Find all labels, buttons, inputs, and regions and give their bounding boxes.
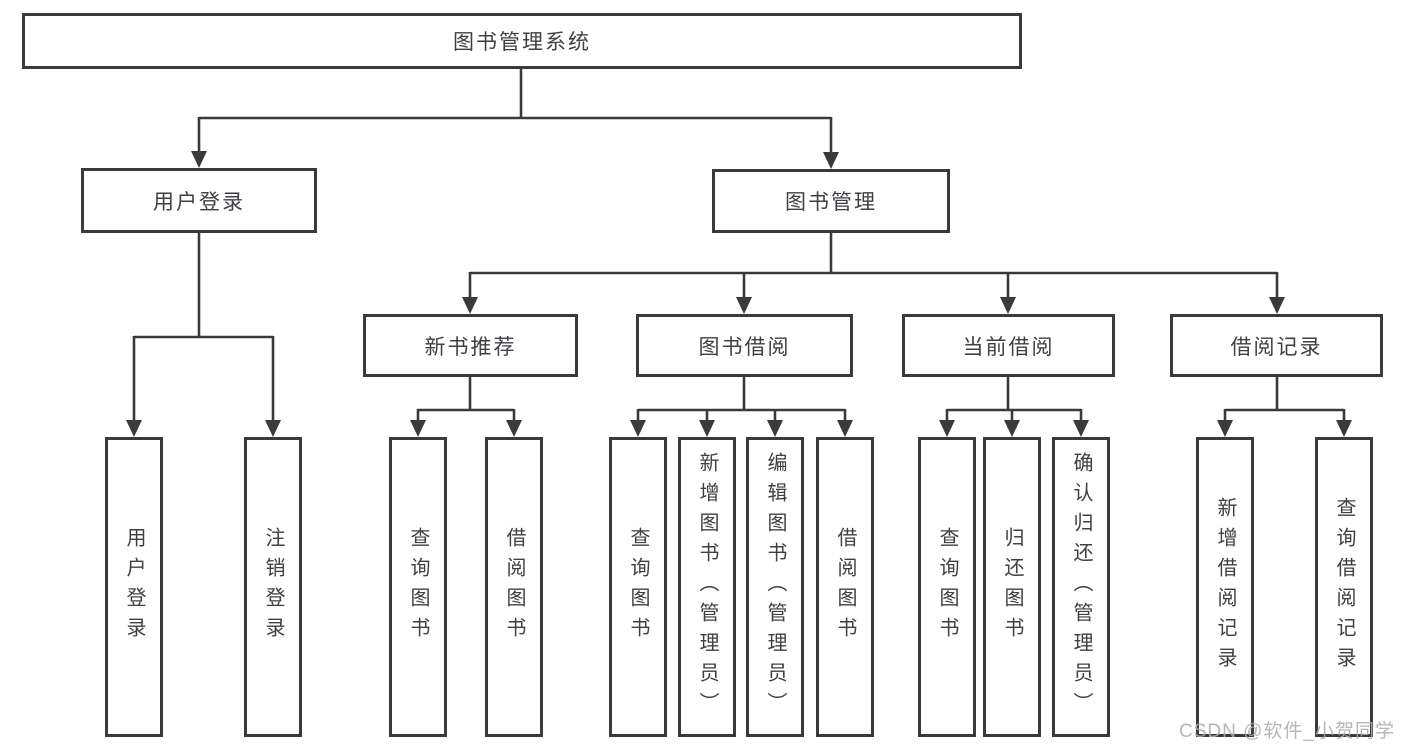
leaf-add-books-admin: 新增图书（管理员） [678,437,736,737]
leaf-user-login: 用户登录 [105,437,163,737]
node-book-borrowing: 图书借阅 [636,314,853,377]
leaf-query-books-recommend: 查询图书 [389,437,447,737]
leaf-add-borrow-record: 新增借阅记录 [1196,437,1254,737]
leaf-query-borrow-record: 查询借阅记录 [1315,437,1373,737]
leaf-edit-books-admin: 编辑图书（管理员） [746,437,804,737]
csdn-watermark: CSDN @软件_小贺同学 [1179,721,1395,742]
leaf-query-books-borrowing: 查询图书 [609,437,667,737]
leaf-query-books-current: 查询图书 [918,437,976,737]
node-current-borrowing: 当前借阅 [902,314,1115,377]
node-new-book-recommendation: 新书推荐 [363,314,578,377]
leaf-return-books: 归还图书 [983,437,1041,737]
node-borrowing-records: 借阅记录 [1170,314,1383,377]
leaf-borrow-books-borrowing: 借阅图书 [816,437,874,737]
leaf-logout: 注销登录 [244,437,302,737]
leaf-borrow-books-recommend: 借阅图书 [485,437,543,737]
node-library-management-system: 图书管理系统 [22,13,1022,69]
node-user-login: 用户登录 [81,168,317,233]
leaf-confirm-return-admin: 确认归还（管理员） [1052,437,1110,737]
arrowhead-icons [126,151,1352,437]
node-book-management: 图书管理 [712,169,950,233]
